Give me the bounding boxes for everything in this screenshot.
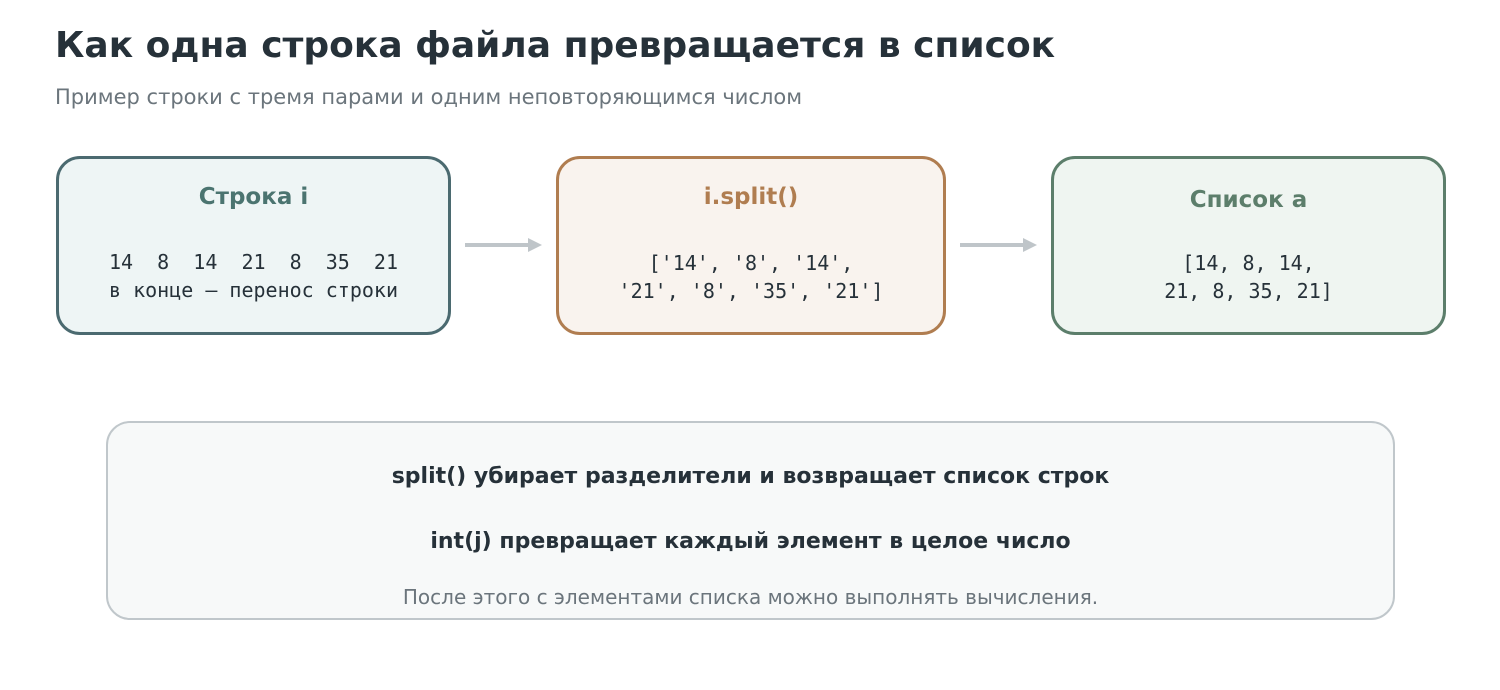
arrow-right-icon	[960, 238, 1037, 252]
step-list-line-1: [14, 8, 14,	[1182, 251, 1315, 275]
step-box-split: i.split() ['14', '8', '14', '21', '8', '…	[556, 156, 946, 335]
step-title-split: i.split()	[703, 184, 799, 210]
step-split-line-1: ['14', '8', '14',	[648, 251, 854, 275]
step-string-line-1: 14 8 14 21 8 35 21	[109, 250, 398, 274]
explanation-box: split() убирает разделители и возвращает…	[106, 421, 1395, 620]
step-content-string: 14 8 14 21 8 35 21 в конце — перенос стр…	[59, 248, 448, 304]
page-subtitle: Пример строки с тремя парами и одним неп…	[55, 85, 803, 109]
step-split-line-2: '21', '8', '35', '21']	[618, 279, 884, 303]
explanation-int: int(j) превращает каждый элемент в целое…	[430, 529, 1071, 554]
step-title-string: Строка i	[198, 184, 309, 210]
step-content-list: [14, 8, 14, 21, 8, 35, 21]	[1054, 249, 1443, 305]
step-list-line-2: 21, 8, 35, 21]	[1164, 279, 1333, 303]
step-box-string: Строка i 14 8 14 21 8 35 21 в конце — пе…	[56, 156, 451, 335]
step-string-line-2: в конце — перенос строки	[109, 278, 398, 302]
step-box-list: Список a [14, 8, 14, 21, 8, 35, 21]	[1051, 156, 1446, 335]
page-title: Как одна строка файла превращается в спи…	[55, 25, 1056, 66]
step-title-list: Список a	[1189, 187, 1308, 213]
arrow-right-icon	[465, 238, 542, 252]
explanation-caption: После этого с элементами списка можно вы…	[402, 585, 1099, 609]
explanation-split: split() убирает разделители и возвращает…	[391, 464, 1110, 489]
step-content-split: ['14', '8', '14', '21', '8', '35', '21']	[559, 249, 943, 305]
